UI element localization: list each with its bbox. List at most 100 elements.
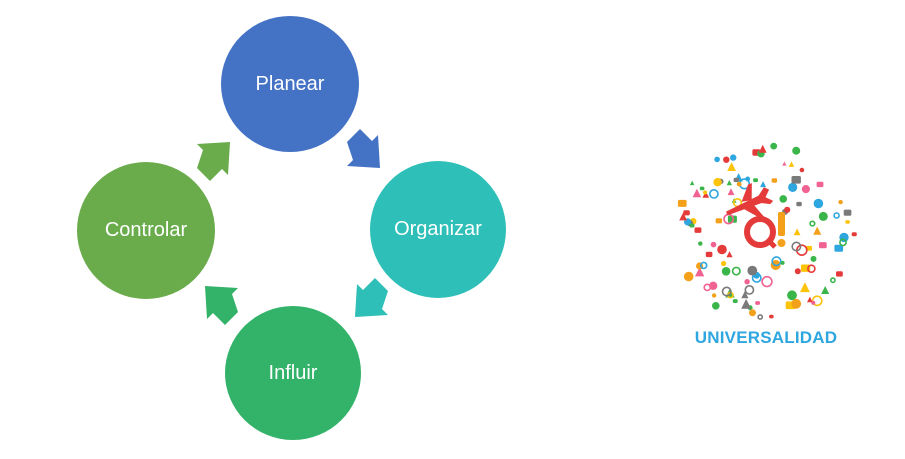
travel-icon	[813, 198, 824, 209]
travel-icon	[699, 186, 705, 191]
travel-icon	[726, 180, 732, 186]
logo-wordmark: UNIVERSALIDAD	[694, 328, 838, 347]
travel-icon	[813, 226, 822, 235]
arrow-planear-to-organizar	[347, 129, 380, 168]
travel-icon	[838, 199, 843, 205]
travel-icon	[807, 296, 813, 303]
travel-icon	[677, 199, 687, 207]
travel-icon	[703, 190, 708, 195]
travel-icon	[753, 178, 758, 183]
travel-icon	[788, 182, 798, 192]
travel-icon	[713, 178, 722, 187]
travel-icon	[794, 268, 801, 275]
travel-icon	[821, 286, 830, 294]
travel-icon	[747, 265, 758, 276]
step-label: Planear	[255, 72, 325, 95]
arrow-icon	[355, 278, 388, 317]
travel-icon	[758, 144, 767, 153]
travel-icon	[679, 212, 688, 221]
travel-icon	[761, 275, 773, 288]
arrow-icon	[205, 286, 238, 325]
travel-icon	[836, 271, 843, 277]
travel-icon	[711, 293, 717, 298]
travel-icon	[684, 271, 694, 282]
travel-icon	[721, 260, 727, 267]
step-label: Influir	[268, 361, 318, 384]
travel-icon	[834, 244, 844, 252]
travel-icon	[703, 283, 712, 292]
travel-icon	[791, 241, 802, 252]
cycle-step-influir: Influir	[225, 306, 361, 440]
cycle-step-organizar: Organizar	[370, 161, 506, 298]
travel-icon	[709, 189, 719, 199]
travel-icon	[843, 209, 852, 216]
step-label: Organizar	[394, 218, 482, 240]
travel-icon	[749, 309, 756, 317]
travel-icon	[715, 218, 723, 224]
travel-icon	[771, 178, 778, 183]
cycle-step-controlar: Controlar	[77, 162, 215, 299]
travel-icon	[796, 201, 802, 207]
travel-icon	[705, 251, 713, 258]
travel-icon	[721, 286, 732, 297]
step-label: Controlar	[104, 219, 188, 241]
travel-icon	[727, 162, 736, 171]
travel-icon	[780, 260, 785, 265]
travel-icon	[769, 314, 774, 319]
travel-icon	[736, 181, 742, 187]
travel-icon	[800, 282, 810, 293]
travel-icon	[807, 264, 816, 273]
travel-icon	[741, 298, 752, 309]
airplane-icon	[726, 183, 774, 219]
travel-icon	[695, 267, 705, 277]
travel-icon	[712, 302, 720, 310]
travel-icon	[799, 167, 805, 173]
travel-icon	[757, 314, 764, 320]
travel-icon	[833, 212, 840, 219]
travel-icon	[730, 154, 737, 161]
travel-icon	[731, 266, 741, 276]
travel-icon	[839, 238, 847, 247]
travel-icon	[816, 181, 824, 188]
travel-icon	[784, 206, 791, 213]
cycle-step-planear: Planear	[221, 16, 359, 152]
travel-icon	[723, 156, 730, 163]
travel-icon	[760, 181, 767, 188]
arrow-controlar-to-planear	[197, 142, 230, 181]
travel-icon	[732, 299, 738, 303]
travel-icon	[811, 295, 823, 307]
arrow-icon	[197, 142, 230, 181]
travel-icon	[683, 210, 690, 216]
travel-icon	[791, 176, 801, 184]
travel-icon	[714, 156, 720, 163]
travel-icon	[699, 261, 708, 270]
travel-icon	[710, 241, 717, 248]
travel-icon	[782, 161, 787, 166]
travel-icon	[726, 251, 733, 258]
travel-icon	[733, 177, 739, 183]
travel-icon	[744, 284, 755, 295]
travel-icon	[801, 185, 810, 194]
travel-icon	[689, 223, 695, 228]
travel-icon	[727, 188, 735, 196]
travel-icon	[809, 220, 816, 227]
travel-icon	[811, 300, 816, 305]
travel-icon	[717, 244, 727, 255]
travel-icon	[829, 277, 836, 284]
travel-icon	[770, 142, 778, 150]
q-exclamation-icon	[744, 212, 786, 249]
arrow-icon	[347, 129, 380, 168]
travel-icon	[755, 301, 760, 305]
travel-icon	[744, 279, 750, 285]
travel-icon	[818, 242, 827, 249]
travel-icon	[779, 195, 787, 203]
travel-icon	[791, 298, 802, 309]
travel-icon	[818, 211, 828, 221]
travel-icon	[851, 232, 857, 237]
travel-icon	[692, 188, 702, 198]
travel-icon	[788, 161, 795, 167]
travel-icon	[721, 267, 731, 276]
travel-icon	[810, 255, 817, 262]
